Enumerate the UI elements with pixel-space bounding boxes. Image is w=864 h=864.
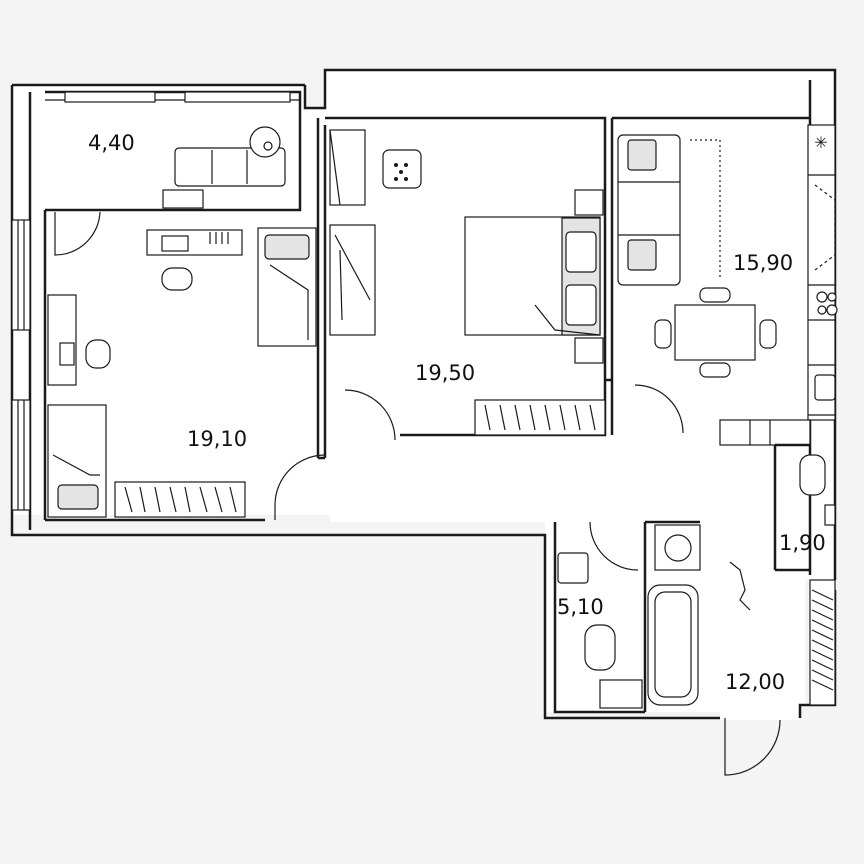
kitchen-door-swing <box>634 384 684 434</box>
kitchen: ✳ <box>617 124 838 446</box>
side-chair <box>85 339 111 369</box>
area-label-living-room: 19,10 <box>187 427 247 451</box>
bedroom-door-swing <box>344 389 396 441</box>
living-room <box>43 210 326 522</box>
partition-wall <box>316 116 810 460</box>
balcony-window <box>184 91 291 103</box>
balcony-door-swing <box>54 211 101 256</box>
shelf <box>47 294 77 386</box>
dining-table <box>674 304 756 361</box>
area-label-hallway: 12,00 <box>725 670 785 694</box>
area-label-bedroom: 19,50 <box>415 361 475 385</box>
svg-text:✳: ✳ <box>814 133 827 152</box>
floor-area <box>12 70 835 720</box>
entrance-door-swing <box>724 718 781 776</box>
bedroom <box>329 129 606 441</box>
bathroom-door-swing <box>589 521 639 571</box>
area-label-bathroom: 5,10 <box>557 595 604 619</box>
balcony-window <box>64 91 156 103</box>
living-door-swing <box>274 454 326 520</box>
bedroom-shelf <box>329 129 366 206</box>
left-window <box>11 219 31 511</box>
washing-machine <box>654 524 701 571</box>
wardrobe <box>114 481 246 518</box>
toilet-room <box>773 443 836 572</box>
bedroom-wardrobe-bottom <box>474 399 606 436</box>
bathroom-cabinet <box>599 679 643 709</box>
sink <box>814 374 836 401</box>
bedroom-wardrobe <box>329 224 376 336</box>
pouf <box>382 149 422 189</box>
outer-wall <box>10 68 837 720</box>
kitchen-counter <box>807 124 836 421</box>
lower-cabinet <box>719 419 811 446</box>
area-label-kitchen: 15,90 <box>733 251 793 275</box>
office-chair <box>161 267 193 291</box>
area-label-balcony: 4,40 <box>88 131 135 155</box>
bathroom-sink <box>557 552 589 584</box>
stove <box>816 291 828 303</box>
bathroom <box>553 520 701 714</box>
balcony <box>45 90 302 256</box>
area-label-toilet: 1,90 <box>779 531 826 555</box>
hallway <box>724 561 836 776</box>
balcony-sofa <box>174 147 286 187</box>
bathroom-toilet <box>584 624 616 671</box>
toilet-bowl <box>799 454 826 496</box>
dog-figure <box>729 561 751 611</box>
balcony-chair <box>249 126 281 158</box>
